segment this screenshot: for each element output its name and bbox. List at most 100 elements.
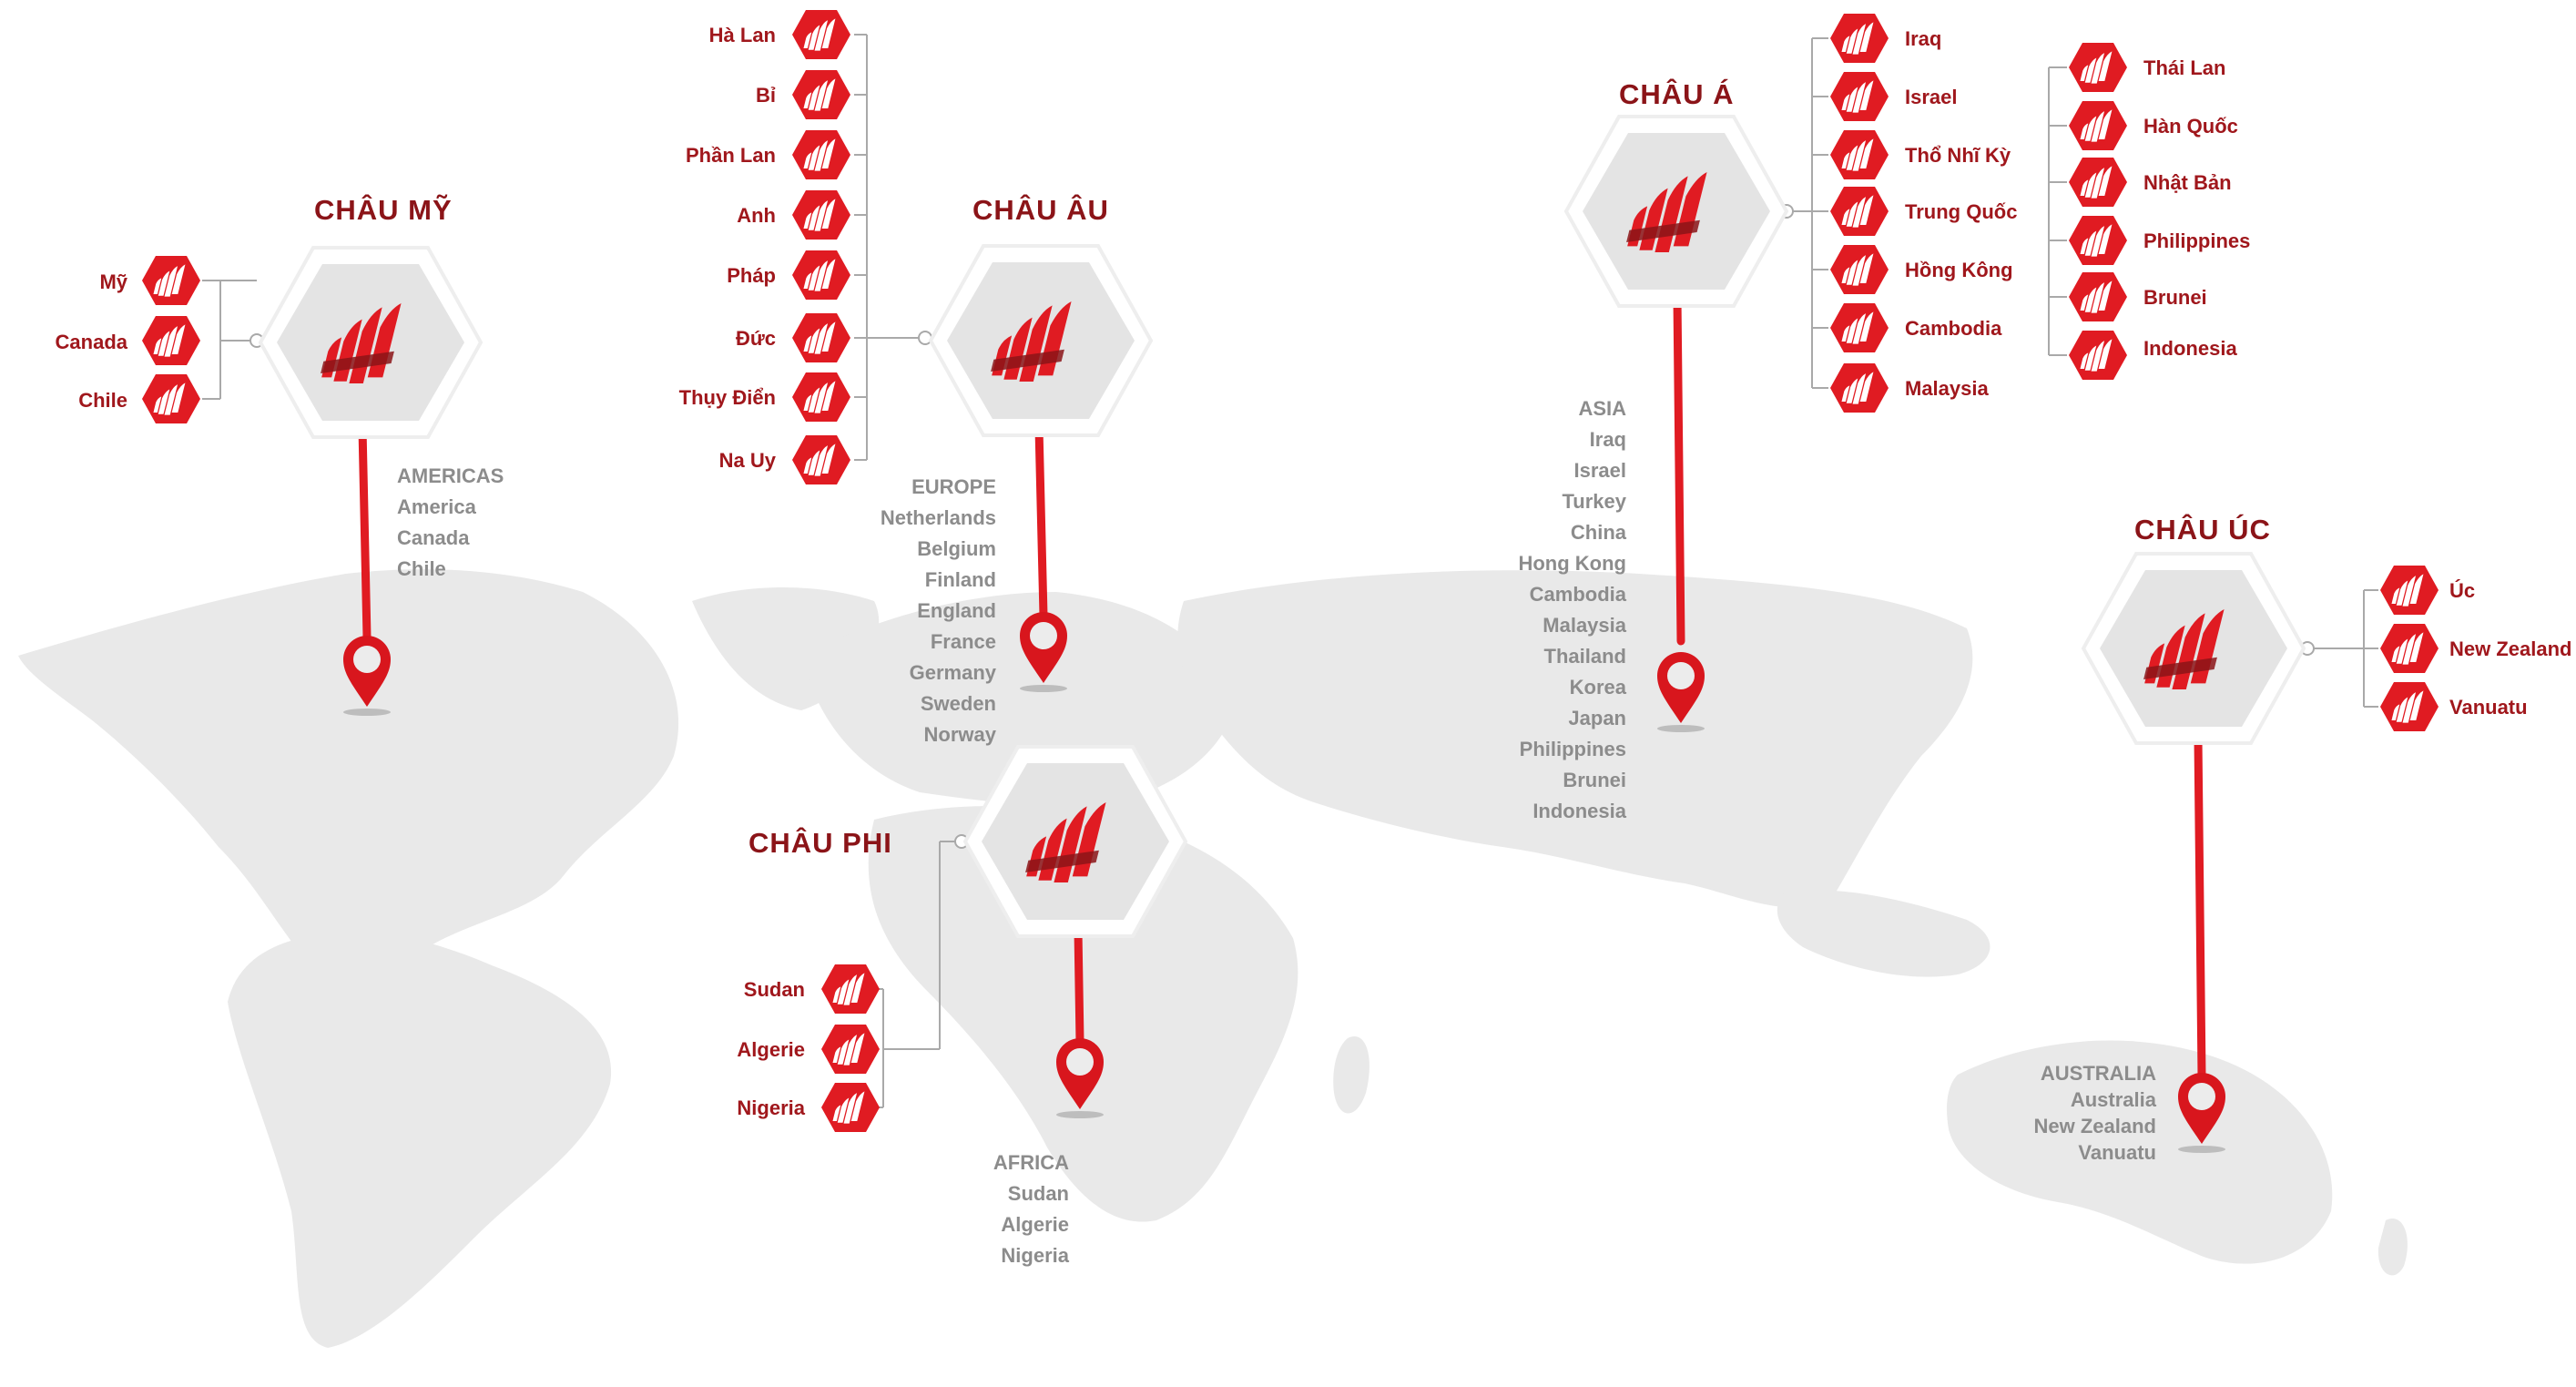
flag-hexagon-icon [820, 963, 881, 1015]
flag-hexagon-icon [1828, 185, 1890, 238]
flag-hexagon-icon [790, 249, 852, 301]
europe-english-list: EUROPE Netherlands Belgium Finland Engla… [801, 472, 996, 750]
country-label: Nhật Bản [2143, 171, 2232, 194]
madagascar-shape [1333, 1036, 1369, 1114]
flag-hexagon-icon [820, 1081, 881, 1134]
flag-hexagon-icon [1828, 301, 1890, 354]
country-label: Đức [735, 327, 776, 350]
country-label: Chile [78, 389, 127, 412]
english-label: Finland [924, 568, 996, 591]
english-label: AMERICAS [397, 464, 504, 487]
english-label: Brunei [1563, 769, 1626, 791]
english-label: AFRICA [993, 1151, 1069, 1174]
europe-stem [1034, 423, 1048, 620]
english-label: Norway [923, 723, 996, 746]
flag-hexagon-icon [1828, 243, 1890, 296]
english-label: Netherlands [880, 506, 996, 529]
country-label: Philippines [2143, 229, 2251, 252]
australia-stem [2194, 735, 2206, 1081]
flag-hexagon-icon [820, 1023, 881, 1076]
english-label: Canada [397, 526, 470, 549]
english-label: Israel [1573, 459, 1627, 482]
country-label: Bỉ [756, 84, 776, 107]
country-label: Anh [737, 204, 776, 227]
country-label: New Zealand [2449, 637, 2572, 660]
country-label: Thổ Nhĩ Kỳ [1905, 144, 2011, 167]
flag-hexagon-icon [790, 68, 852, 121]
flag-hexagon-icon [1828, 128, 1890, 181]
country-label: Cambodia [1905, 317, 2002, 340]
english-label: Cambodia [1529, 583, 1626, 606]
europe-logo-hexagon [927, 242, 1155, 439]
asia-stem [1673, 294, 1685, 646]
flag-hexagon-icon [1828, 362, 1890, 414]
country-label: Trung Quốc [1905, 200, 2018, 223]
africa-logo-hexagon [962, 743, 1189, 940]
asia-english-list: ASIA Iraq Israel Turkey China Hong Kong … [1420, 393, 1626, 827]
english-label: Australia [2070, 1088, 2156, 1111]
region-title-africa: CHÂU PHI [748, 827, 892, 859]
flag-hexagon-icon [140, 254, 202, 307]
english-label: Sweden [920, 692, 996, 715]
country-label: Algerie [737, 1038, 805, 1061]
map-pin-icon [340, 628, 394, 719]
english-label: Hong Kong [1518, 552, 1626, 575]
asia-shape [1177, 570, 1973, 908]
country-label: Iraq [1905, 27, 1942, 50]
americas-english-list: AMERICAS America Canada Chile [397, 461, 504, 585]
new-zealand-shape [2377, 1219, 2408, 1276]
flag-hexagon-icon [1828, 12, 1890, 65]
english-label: Malaysia [1543, 614, 1626, 637]
flag-hexagon-icon [140, 372, 202, 425]
flag-hexagon-icon [790, 371, 852, 423]
flag-hexagon-icon [2067, 329, 2129, 382]
english-label: England [917, 599, 996, 622]
country-label: Brunei [2143, 286, 2207, 309]
english-label: Sudan [1007, 1182, 1069, 1205]
country-label: Hàn Quốc [2143, 115, 2238, 138]
english-label: Algerie [1001, 1213, 1069, 1236]
region-title-australia: CHÂU ÚC [2134, 514, 2271, 546]
map-pin-icon [1053, 1031, 1107, 1122]
australia-english-list: AUSTRALIA Australia New Zealand Vanuatu [2003, 1060, 2156, 1166]
americas-stem [358, 423, 372, 642]
flag-hexagon-icon [2067, 41, 2129, 94]
country-label: Israel [1905, 86, 1958, 108]
flag-hexagon-icon [140, 314, 202, 367]
country-label: Hà Lan [708, 24, 776, 46]
flag-hexagon-icon [790, 128, 852, 181]
africa-english-list: AFRICA Sudan Algerie Nigeria [911, 1147, 1069, 1271]
region-title-europe: CHÂU ÂU [972, 194, 1109, 226]
country-label: Mỹ [99, 270, 127, 293]
flag-hexagon-icon [2067, 156, 2129, 209]
australia-shape [1947, 1040, 2333, 1264]
flag-hexagon-icon [1828, 70, 1890, 123]
english-label: ASIA [1578, 397, 1626, 420]
country-label: Indonesia [2143, 337, 2237, 360]
flag-hexagon-icon [790, 311, 852, 364]
country-label: Nigeria [737, 1096, 805, 1119]
map-pin-icon [2174, 1066, 2229, 1157]
flag-hexagon-icon [790, 189, 852, 241]
english-label: New Zealand [2033, 1115, 2156, 1137]
flag-hexagon-icon [2378, 680, 2440, 733]
english-label: Indonesia [1532, 800, 1626, 822]
english-label: Thailand [1543, 645, 1626, 668]
country-label: Thái Lan [2143, 56, 2226, 79]
country-label: Vanuatu [2449, 696, 2528, 719]
country-label: Pháp [727, 264, 776, 287]
country-label: Úc [2449, 579, 2476, 602]
region-title-asia: CHÂU Á [1619, 78, 1735, 110]
asia-logo-hexagon [1563, 113, 1790, 310]
flag-hexagon-icon [2067, 214, 2129, 267]
americas-logo-hexagon [257, 244, 484, 441]
australia-logo-hexagon [2080, 550, 2307, 747]
country-label: Sudan [743, 978, 805, 1001]
english-label: Belgium [917, 537, 996, 560]
region-title-americas: CHÂU MỸ [314, 194, 453, 226]
country-label: Malaysia [1905, 377, 1989, 400]
english-label: Iraq [1589, 428, 1626, 451]
country-label: Hồng Kông [1905, 259, 2013, 281]
english-label: AUSTRALIA [2040, 1062, 2156, 1085]
flag-hexagon-icon [2378, 622, 2440, 675]
